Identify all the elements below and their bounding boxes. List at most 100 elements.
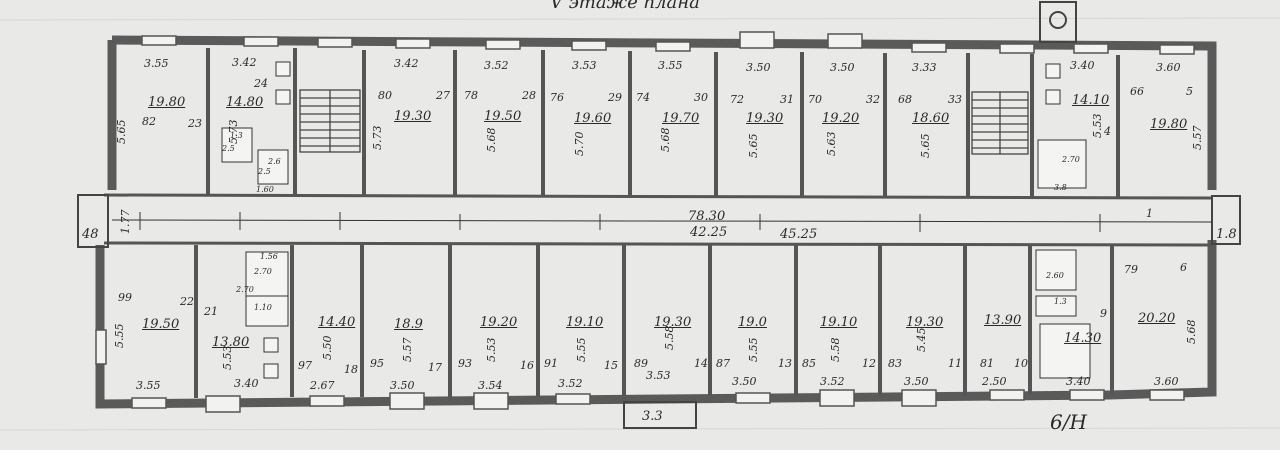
room-number: 76 bbox=[550, 91, 564, 104]
room-width: 3.40 bbox=[234, 377, 259, 390]
room-depth: 5.65 bbox=[919, 133, 932, 159]
room-depth: 5.53 bbox=[1091, 113, 1104, 139]
room-number: 78 bbox=[464, 89, 478, 102]
corridor-width: 1.77 bbox=[119, 209, 132, 235]
room-extra: 31 bbox=[780, 93, 794, 106]
room-area: 19.70 bbox=[662, 111, 700, 126]
room-area: 19.20 bbox=[822, 111, 860, 126]
room-width: 3.53 bbox=[646, 369, 671, 382]
room-depth: 5.57 bbox=[1191, 125, 1204, 151]
room-area: 19.10 bbox=[820, 315, 858, 330]
room-area: 19.30 bbox=[746, 111, 784, 126]
room-area: 14.40 bbox=[318, 315, 356, 330]
room-area: 19.60 bbox=[574, 111, 612, 126]
room-area: 19.20 bbox=[480, 315, 518, 330]
room-number: 72 bbox=[730, 93, 744, 106]
room-width: 3.55 bbox=[136, 379, 161, 392]
room-width: 3.55 bbox=[144, 57, 169, 70]
wc-lower-d: 1.10 bbox=[254, 303, 272, 312]
room-area: 19.30 bbox=[654, 315, 692, 330]
room-width: 3.50 bbox=[732, 375, 757, 388]
left-end-label: 48 bbox=[82, 227, 99, 242]
room-number: 79 bbox=[1124, 263, 1138, 276]
room-depth: 5.58 bbox=[829, 337, 842, 363]
room-depth: 5.57 bbox=[401, 337, 414, 363]
wc-upper-c: 2.5 bbox=[222, 144, 235, 153]
wc-lower-b: 2.70 bbox=[254, 267, 272, 276]
plan-title-fragment: V этаже плана bbox=[550, 0, 700, 13]
room-area: 13.90 bbox=[984, 313, 1022, 328]
wc-upper-e: 2.5 bbox=[258, 167, 271, 176]
room-number: 68 bbox=[898, 93, 912, 106]
room-depth: 5.65 bbox=[747, 133, 760, 159]
corner-note: 6/H bbox=[1050, 410, 1087, 434]
wc-lower-c: 2.70 bbox=[236, 285, 254, 294]
corridor-length: 78.30 bbox=[688, 209, 726, 224]
right-end-label: 1.8 bbox=[1216, 227, 1237, 242]
room-extra: 15 bbox=[604, 359, 618, 372]
room-number: 99 bbox=[118, 291, 132, 304]
room-depth: 5.50 bbox=[321, 335, 334, 361]
stair-left bbox=[299, 89, 361, 153]
room-extra: 18 bbox=[344, 363, 358, 376]
small-right-d: 3.8 bbox=[1054, 183, 1067, 192]
room-extra: 30 bbox=[694, 91, 708, 104]
small-right-a: 2.60 bbox=[1046, 271, 1064, 280]
room-depth: 5.73 bbox=[371, 125, 384, 151]
corridor-number: 1 bbox=[1146, 207, 1153, 220]
room-area: 19.80 bbox=[148, 95, 186, 110]
room-extra: 32 bbox=[866, 93, 880, 106]
room-number: 9 bbox=[1100, 307, 1107, 320]
room-number: 81 bbox=[980, 357, 994, 370]
room-number: 85 bbox=[802, 357, 816, 370]
room-depth: 5.45 bbox=[915, 327, 928, 353]
room-extra: 21 bbox=[204, 305, 218, 318]
small-right-b: 1.3 bbox=[1054, 297, 1067, 306]
room-width: 3.50 bbox=[904, 375, 929, 388]
room-width: 3.55 bbox=[658, 59, 683, 72]
room-width: 3.42 bbox=[232, 56, 257, 69]
room-extra: 16 bbox=[520, 359, 534, 372]
room-area: 19.10 bbox=[566, 315, 604, 330]
room-number: 4 bbox=[1104, 125, 1111, 138]
room-number: 74 bbox=[636, 91, 650, 104]
room-area: 19.30 bbox=[906, 315, 944, 330]
room-extra: 14 bbox=[694, 357, 708, 370]
room-area: 18.60 bbox=[912, 111, 950, 126]
room-width: 2.67 bbox=[310, 379, 335, 392]
room-extra: 23 bbox=[188, 117, 202, 130]
room-depth: 5.68 bbox=[485, 127, 498, 153]
room-area: 14.10 bbox=[1072, 93, 1110, 108]
room-extra: 5 bbox=[1186, 85, 1193, 98]
room-number: 82 bbox=[142, 115, 156, 128]
room-extra: 12 bbox=[862, 357, 876, 370]
room-number: 70 bbox=[808, 93, 822, 106]
room-number: 91 bbox=[544, 357, 558, 370]
room-extra: 27 bbox=[436, 89, 450, 102]
room-area: 19.30 bbox=[394, 109, 432, 124]
room-width: 3.53 bbox=[572, 59, 597, 72]
room-width: 3.42 bbox=[394, 57, 419, 70]
stair-right bbox=[971, 91, 1029, 155]
room-number: 83 bbox=[888, 357, 902, 370]
bottom-stair-label: 3.3 bbox=[642, 409, 663, 424]
room-width: 3.33 bbox=[912, 61, 937, 74]
room-extra: 28 bbox=[522, 89, 536, 102]
room-number: 97 bbox=[298, 359, 312, 372]
small-right-c: 2.70 bbox=[1062, 155, 1080, 164]
room-number: 93 bbox=[458, 357, 472, 370]
room-width: 3.40 bbox=[1066, 375, 1091, 388]
room-extra: 33 bbox=[948, 93, 962, 106]
room-depth: 5.65 bbox=[115, 119, 128, 145]
room-depth: 5.63 bbox=[825, 131, 838, 157]
room-width: 3.60 bbox=[1154, 375, 1179, 388]
wc-upper-b: 2.6 bbox=[268, 157, 281, 166]
corridor-side: 45.25 bbox=[780, 227, 818, 242]
room-area: 14.80 bbox=[226, 95, 264, 110]
room-extra: 13 bbox=[778, 357, 792, 370]
room-area: 14.30 bbox=[1064, 331, 1102, 346]
room-number: 80 bbox=[378, 89, 392, 102]
room-depth: 5.70 bbox=[573, 131, 586, 157]
room-depth: 5.53 bbox=[485, 337, 498, 363]
room-area: 19.0 bbox=[738, 315, 767, 330]
